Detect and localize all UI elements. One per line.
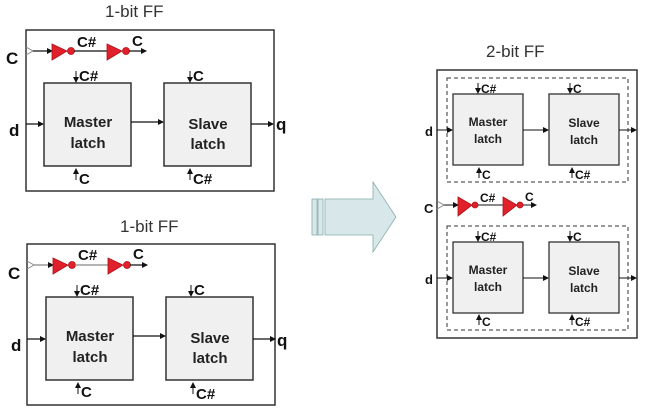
transform-arrow-icon [311, 180, 397, 254]
ff-2bit-inv1-out-label: C# [480, 191, 496, 205]
ff-2bit-lower-data-in-label: d [425, 272, 433, 287]
ff-2bit-inv2-out-label: C [525, 190, 534, 204]
ff-2bit-upper-master-line2: latch [474, 132, 502, 146]
ff-top-data-in-label: d [9, 121, 19, 140]
ff-top-clock-label: C [6, 49, 18, 68]
ff-2bit-lower-master-bottom-clk: C [482, 315, 491, 329]
ff-top-master-line2: latch [70, 135, 105, 152]
ff-bottom-data-in-label: d [11, 336, 21, 355]
ff-top-master-line1: Master [64, 114, 113, 131]
ff-bottom-master-line1: Master [66, 328, 115, 345]
ff-2bit-upper-slave-line2: latch [570, 133, 598, 147]
ff-top-master-bottom-clk: C [79, 171, 90, 188]
ff-bottom-slave-line1: Slave [190, 330, 229, 347]
ff-2bit-upper-slave-bottom-clk: C# [575, 168, 591, 182]
ff-2bit-lower-master-top-clk: C# [481, 230, 497, 244]
ff-2bit-clock-label: C [424, 201, 434, 216]
ff-bottom-master-latch [45, 296, 134, 381]
inverter-icon [502, 196, 524, 217]
ff-2bit-upper-master-bottom-clk: C [482, 168, 491, 182]
ff-2bit: 2-bit FF Master latch C# C Slave latch C… [424, 42, 638, 339]
ff-2bit-upper-slave-top-clk: C [573, 82, 582, 96]
ff-top-slave-bottom-clk: C# [193, 171, 213, 188]
ff-bottom-data-out-label: q [277, 331, 287, 350]
ff-top-slave-line1: Slave [188, 116, 227, 133]
ff-2bit-lower-master-line1: Master [469, 263, 508, 277]
ff-2bit-upper-slave-latch [548, 93, 620, 166]
ff-bottom-slave-line2: latch [192, 350, 227, 367]
ff-2bit-lower-slave-top-clk: C [573, 230, 582, 244]
ff-top-inv1-out-label: C# [77, 34, 97, 51]
ff-top-data-out-label: q [276, 115, 286, 134]
ff-2bit-upper-master-latch [452, 93, 524, 166]
ff-2bit-title: 2-bit FF [486, 42, 545, 61]
ff-bottom-slave-top-clk: C [194, 282, 205, 299]
ff-2bit-lower-master-line2: latch [474, 280, 502, 294]
ff-2bit-upper-master-top-clk: C# [481, 82, 497, 96]
ff-top-master-latch [43, 82, 132, 167]
ff-top-slave-latch [163, 82, 252, 167]
ff-bottom-clock-label: C [8, 264, 20, 283]
ff-top-slave-top-clk: C [193, 68, 204, 85]
ff-top-title: 1-bit FF [105, 2, 164, 21]
ff-2bit-lower-master-latch [452, 241, 524, 314]
ff-2bit-upper-data-in-label: d [425, 124, 433, 139]
ff-2bit-lower-slave-bottom-clk: C# [575, 315, 591, 329]
ff-bottom-slave-bottom-clk: C# [196, 386, 216, 403]
ff-top-inv2-out-label: C [132, 33, 143, 50]
ff-top-slave-line2: latch [190, 136, 225, 153]
ff-top-master-top-clk: C# [79, 68, 99, 85]
ff-bottom-master-top-clk: C# [80, 282, 100, 299]
inverter-icon [52, 257, 76, 275]
ff-2bit-upper-slave-line1: Slave [568, 116, 600, 130]
ff-bottom-inv2-out-label: C [133, 246, 144, 263]
inverter-icon [51, 43, 75, 61]
ff-bottom-inv1-out-label: C# [78, 247, 98, 264]
ff-bottom-slave-latch [165, 296, 254, 381]
ff-bottom-master-line2: latch [72, 349, 107, 366]
ff-2bit-lower-slave-line2: latch [570, 281, 598, 295]
ff-bottom-title: 1-bit FF [120, 217, 179, 236]
ff-top: 1-bit FF C C# C Master latch C# C Slave … [6, 2, 286, 192]
ff-bottom-master-bottom-clk: C [81, 384, 92, 401]
ff-2bit-lower-slave-line1: Slave [568, 264, 600, 278]
ff-2bit-upper-master-line1: Master [469, 115, 508, 129]
ff-bottom: 1-bit FF C C# C Master latch C# C Slave … [8, 217, 287, 406]
